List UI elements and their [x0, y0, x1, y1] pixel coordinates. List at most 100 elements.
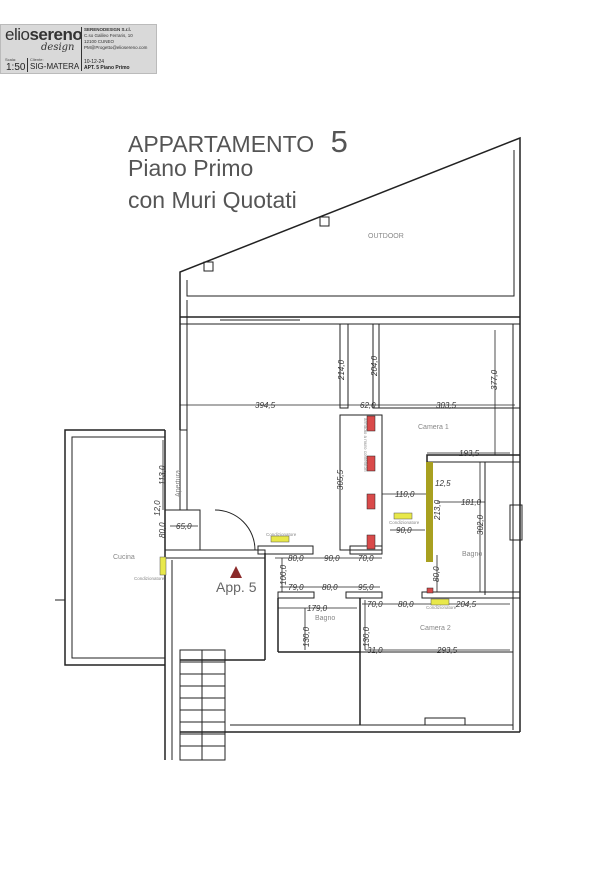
dim-label: 62,0: [360, 401, 376, 410]
dim-label: 100,0: [279, 564, 288, 585]
room-label-camera2: Camera 2: [420, 625, 451, 632]
client-value: SIG-MATERA: [30, 62, 80, 71]
dimension-labels: 214,0 204,0 377,0 394,5 62,0 303,5 193,5…: [153, 355, 499, 655]
logo-script: design: [41, 42, 75, 53]
dim-label: 90,0: [324, 554, 340, 563]
insulation-panel: [426, 462, 433, 562]
heading-line1: APPARTAMENTO 5: [128, 124, 348, 160]
dim-label: 12,5: [435, 479, 451, 488]
dim-label: 80,0: [398, 600, 414, 609]
wall: [349, 545, 383, 555]
dim-label: 70,0: [358, 554, 374, 563]
dim-label: 113,0: [158, 465, 167, 485]
dim-label: 12,0: [153, 500, 162, 516]
dim-label: 80,0: [322, 583, 338, 592]
scale-value: 1:50: [6, 62, 26, 73]
wall: [277, 591, 315, 599]
date: 10-12-24: [84, 59, 105, 65]
stairs: [179, 649, 226, 761]
door-swing: [214, 509, 256, 551]
window: [509, 504, 523, 541]
wall: [426, 454, 520, 462]
balcony-inner: [71, 436, 165, 659]
dim-label: 204,0: [370, 355, 379, 377]
room-label-bagno: Bagno: [315, 615, 335, 622]
dim-label: 130,0: [362, 626, 371, 647]
wall: [345, 591, 383, 599]
title-block: eliosereno design SERENODESIGN S.r.l. C.…: [0, 24, 157, 74]
wall: [164, 549, 266, 559]
apartment-marker-icon: [230, 566, 242, 578]
divider: [27, 58, 28, 72]
terrace-outline: [179, 136, 521, 290]
logo: eliosereno: [5, 25, 83, 45]
dim-label: 303,5: [436, 401, 457, 410]
company-name: SERENODESIGN S.r.l.: [84, 27, 132, 32]
walls: [55, 136, 523, 761]
dim-label: 130,0: [302, 626, 311, 647]
room-label-outdoor: OUTDOOR: [368, 233, 404, 240]
dim-label: 80,0: [432, 566, 441, 582]
column: [203, 261, 214, 272]
dim-label: 305,5: [336, 469, 345, 490]
ac-label: Condizionatore: [389, 520, 420, 525]
dim-label: 79,0: [288, 583, 304, 592]
ac-label: Condizionatore: [266, 532, 297, 537]
dim-label: 31,0: [367, 646, 383, 655]
wall: [421, 591, 521, 599]
dim-label: 214,0: [337, 359, 346, 381]
ac-unit: [159, 556, 167, 576]
heading-text: APPARTAMENTO: [128, 131, 315, 157]
wall: [179, 429, 188, 511]
dim-label: 90,0: [396, 526, 412, 535]
ac-label: Condizionatore: [134, 576, 165, 581]
closet-label: armadio a muro contenitori: [363, 418, 368, 472]
window: [424, 717, 466, 726]
dimension-lines: [162, 330, 515, 651]
ac-label: Condizionatore: [426, 605, 457, 610]
ac-unit: [430, 598, 450, 606]
ac-unit: [270, 535, 290, 543]
company-info: SERENODESIGN S.r.l. C.so Galileo Ferrari…: [84, 27, 147, 51]
column: [319, 216, 330, 227]
dim-label: 80,0: [158, 522, 167, 538]
wall: [257, 545, 314, 555]
balcony-outline: [64, 429, 165, 666]
dim-label: 95,0: [358, 583, 374, 592]
ac-unit: [393, 512, 413, 520]
apartment-label: App. 5: [216, 579, 257, 595]
drawing-name: APT. 5 Piano Primo: [84, 65, 130, 71]
dim-label: 70,0: [367, 600, 383, 609]
room-label-camera1: Camera 1: [418, 424, 449, 431]
dim-label: 204,5: [455, 600, 477, 609]
dim-label: 302,0: [476, 514, 485, 535]
ac-units: [159, 512, 450, 606]
terrace-inner: [186, 150, 515, 297]
logo-bold: sereno: [29, 25, 83, 44]
dim-label: 394,5: [255, 401, 276, 410]
dim-label: 181,0: [461, 498, 482, 507]
dim-label: 110,0: [395, 490, 415, 499]
scale-label: Scala:: [5, 57, 17, 62]
divider: [81, 27, 82, 71]
room-label-bagno: Bagno: [462, 551, 482, 558]
dim-label: 179,0: [307, 604, 328, 613]
logo-light: elio: [5, 25, 30, 44]
dim-label: 293,5: [436, 646, 458, 655]
label-apertura: Apertura: [175, 470, 182, 497]
closet-hatch: [366, 415, 434, 594]
dim-label: 80,0: [288, 554, 304, 563]
heading-line2: Piano Primo: [128, 155, 254, 181]
address-line: 12100 CUNEO: [84, 39, 115, 44]
address-line: C.so Galileo Ferraris, 10: [84, 33, 133, 38]
dim-label: 193,5: [459, 449, 480, 458]
dim-label: 377,0: [490, 369, 499, 390]
heading-line3: con Muri Quotati: [128, 187, 297, 213]
dim-label: 213,0: [433, 499, 442, 521]
client-label: Cliente:: [30, 57, 44, 62]
closet: [339, 414, 383, 551]
apartment-number: 5: [330, 124, 348, 159]
dim-label: 65,0: [176, 522, 192, 531]
room-label-cucina: Cucina: [113, 554, 135, 561]
